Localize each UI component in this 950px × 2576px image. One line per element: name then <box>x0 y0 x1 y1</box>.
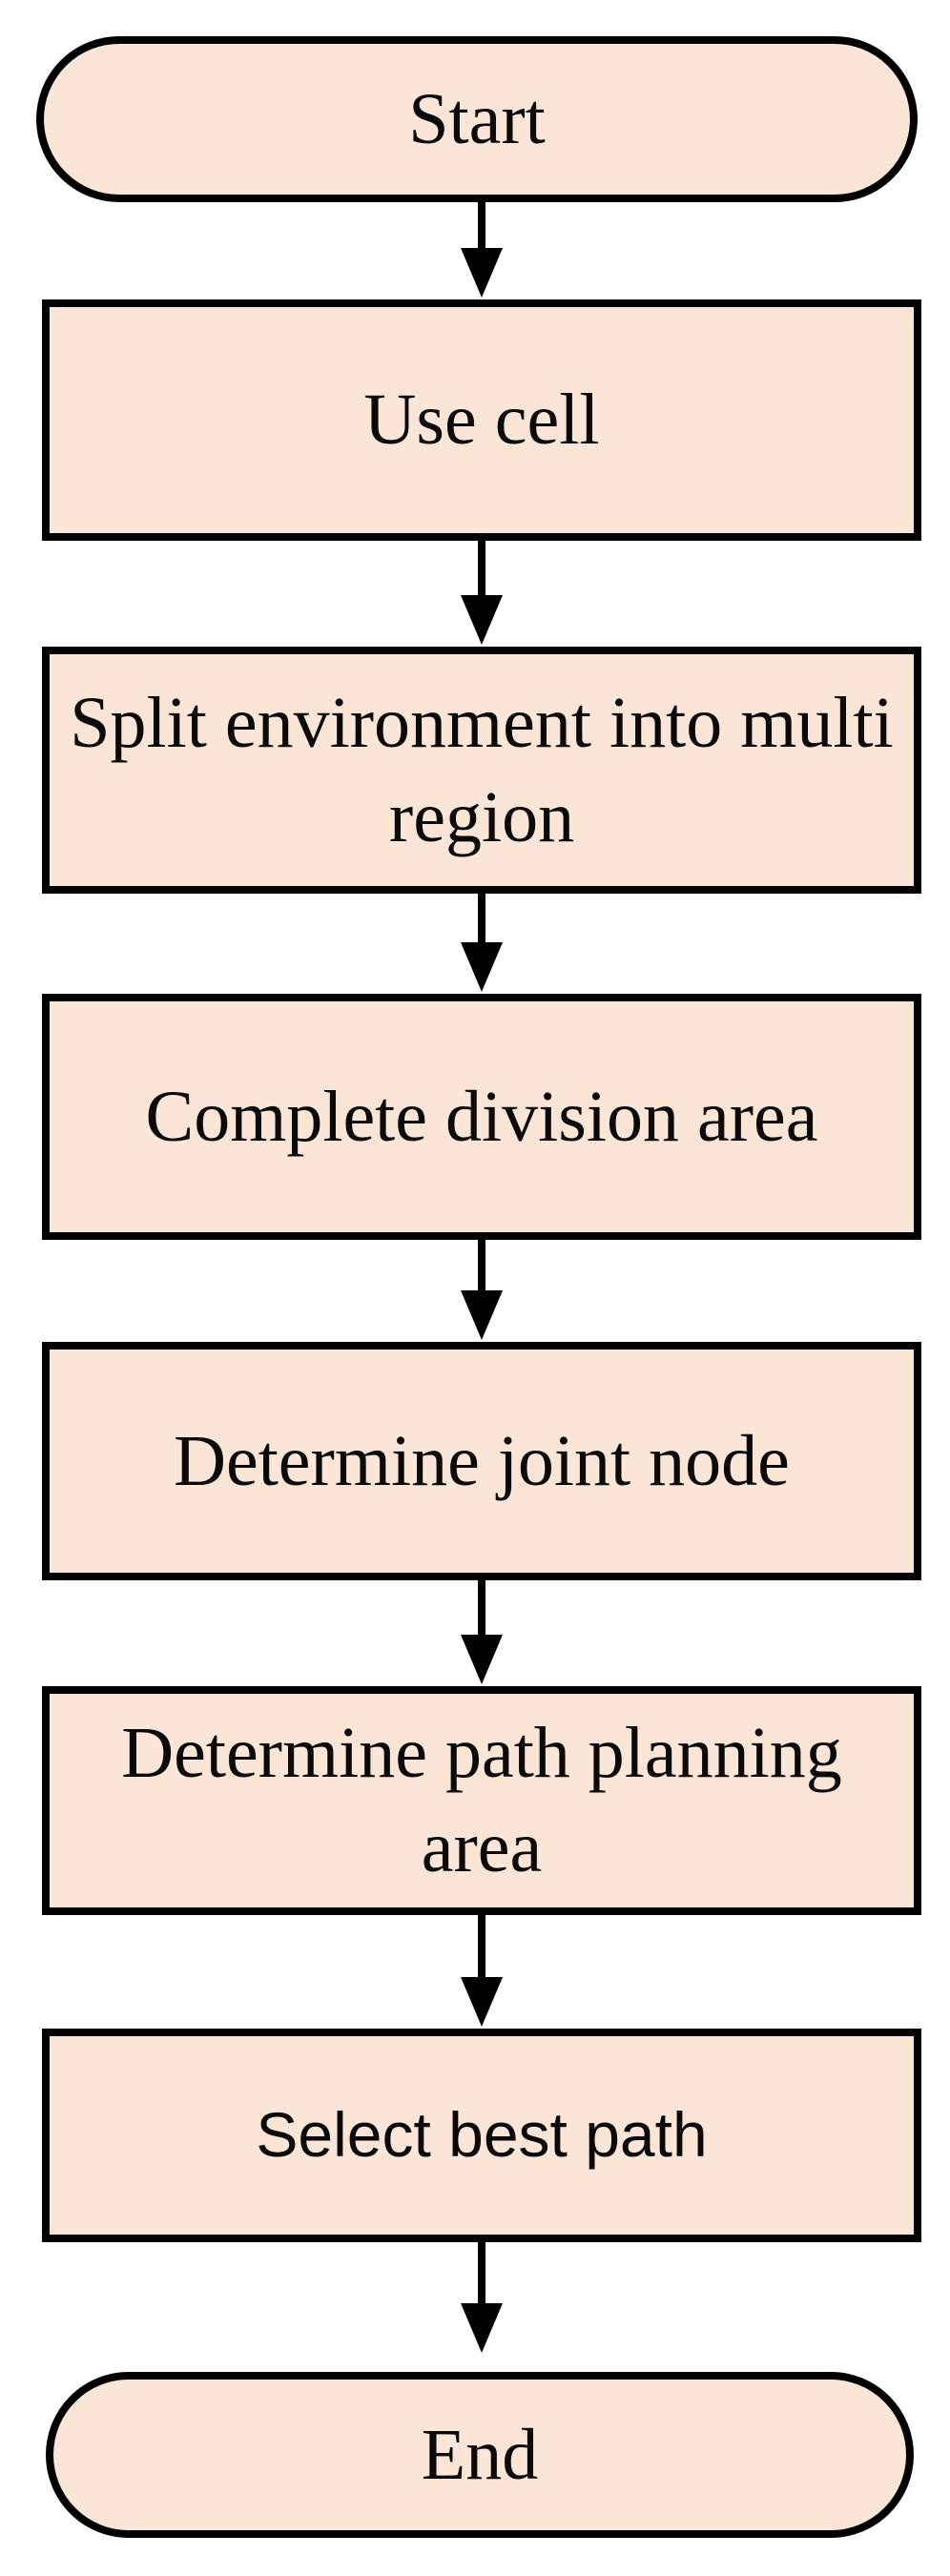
flow-node-select-best-path-label: Select best path <box>256 2099 708 2171</box>
arrow-head-icon <box>461 595 503 645</box>
flow-node-end-label: End <box>421 2414 539 2495</box>
flow-node-complete-division-label: Complete division area <box>145 1076 818 1157</box>
arrow-shaft <box>478 2242 485 2303</box>
edge-arrow-use-cell-to-split-environment <box>461 541 503 645</box>
edge-arrow-start-to-use-cell <box>461 202 503 298</box>
arrow-shaft <box>478 894 485 942</box>
arrow-shaft <box>478 541 485 595</box>
arrow-head-icon <box>461 942 503 992</box>
edge-arrow-select-best-path-to-end <box>461 2242 503 2353</box>
arrow-head-icon <box>461 1977 503 2027</box>
arrow-shaft <box>478 202 485 248</box>
flow-node-use-cell-label: Use cell <box>363 380 600 461</box>
flow-node-determine-path-planning-label: Determine path planning area <box>121 1713 842 1887</box>
arrow-shaft <box>478 1240 485 1290</box>
flow-node-start: Start <box>36 36 918 202</box>
arrow-head-icon <box>461 1635 503 1684</box>
flow-node-split-environment-label: Split environment into multi region <box>70 682 894 857</box>
edge-arrow-determine-joint-node-to-determine-path-planning <box>461 1580 503 1684</box>
arrow-head-icon <box>461 1290 503 1340</box>
flow-node-use-cell: Use cell <box>42 299 921 541</box>
edge-arrow-split-environment-to-complete-division <box>461 894 503 992</box>
arrow-shaft <box>478 1580 485 1635</box>
arrow-head-icon <box>461 248 503 298</box>
flow-node-determine-path-planning: Determine path planning area <box>42 1686 921 1915</box>
flow-node-end: End <box>46 2372 914 2538</box>
flow-node-start-label: Start <box>408 78 546 159</box>
flow-node-split-environment: Split environment into multi region <box>42 647 921 894</box>
flow-node-determine-joint-node-label: Determine joint node <box>174 1420 790 1501</box>
edge-arrow-determine-path-planning-to-select-best-path <box>461 1915 503 2027</box>
flow-node-select-best-path: Select best path <box>42 2029 921 2242</box>
flow-node-determine-joint-node: Determine joint node <box>42 1342 921 1580</box>
arrow-shaft <box>478 1915 485 1977</box>
edge-arrow-complete-division-to-determine-joint-node <box>461 1240 503 1340</box>
flow-node-complete-division: Complete division area <box>42 994 921 1240</box>
arrow-head-icon <box>461 2303 503 2353</box>
